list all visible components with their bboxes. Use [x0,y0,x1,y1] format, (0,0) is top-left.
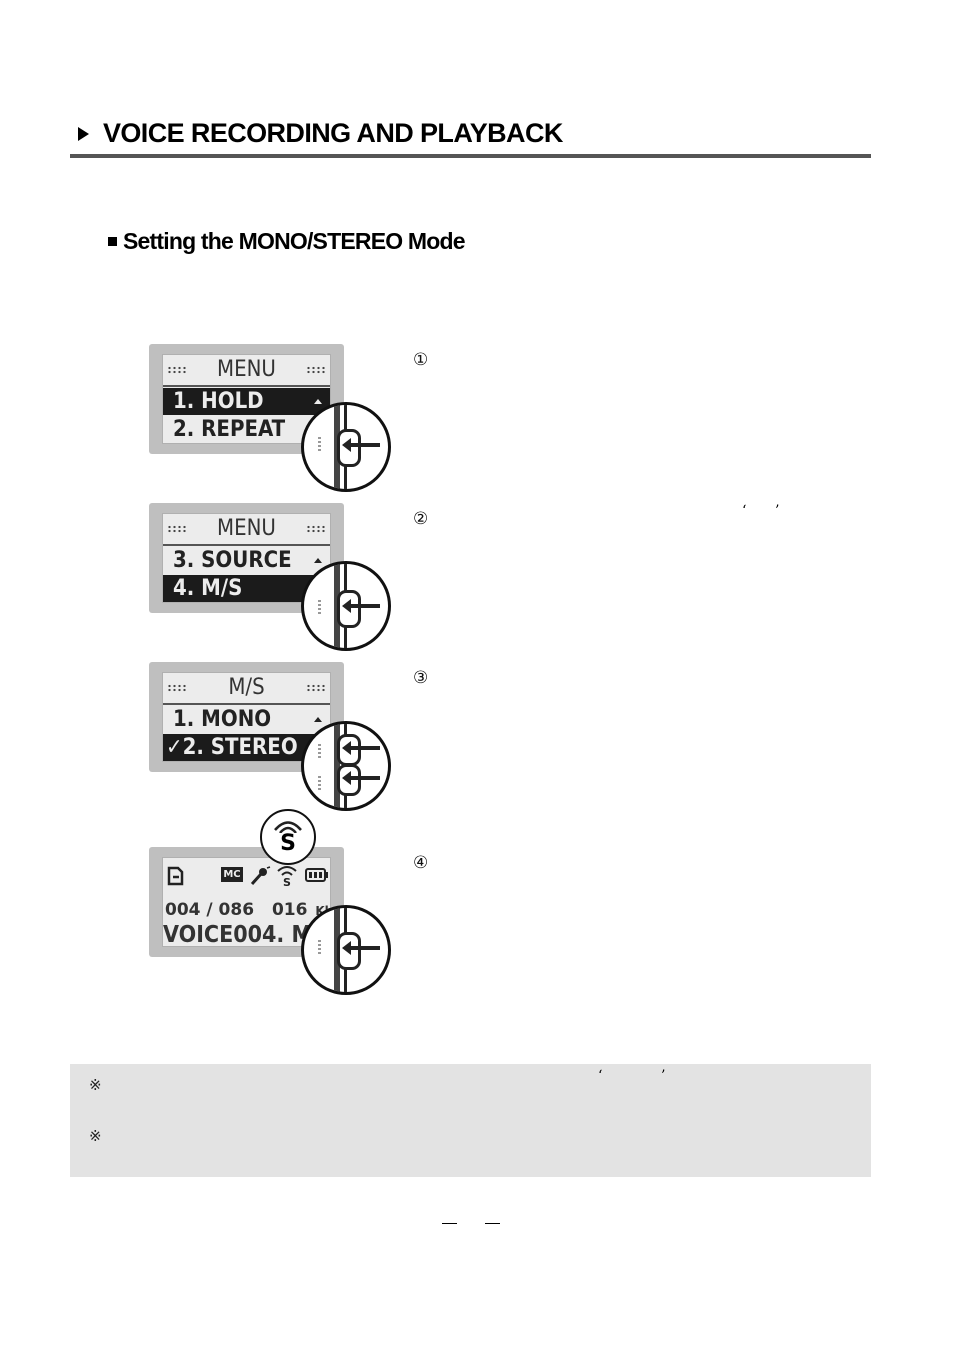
step-number: ③ [413,668,429,688]
step-number: ② [413,509,429,529]
page-number-dash [485,1223,500,1224]
step-number: ① [413,350,429,370]
menu-item-hold: 1. HOLD [163,388,330,415]
menu-item-mono: 1. MONO [163,706,330,733]
lcd-header: MENU [163,355,330,387]
track-counter: 004 / 086 [165,900,255,920]
lcd-header: M/S [163,673,330,705]
mic-mode-icon: MC [221,867,243,882]
section-subtitle: Setting the MONO/STEREO Mode [123,228,466,254]
battery-icon [305,868,328,882]
dots-icon [167,366,187,374]
open-quote: ‘ [598,1068,603,1084]
title-rule [70,154,871,158]
reference-mark-icon: ※ [89,1127,102,1145]
close-quote: ’ [661,1068,666,1084]
lcd-screen-menu-2: MENU 3. SOURCE 4. M/S [149,503,344,613]
lcd-title: M/S [228,675,265,700]
svg-text:S: S [283,876,291,887]
reference-mark-icon: ※ [89,1076,102,1094]
dots-icon [306,684,326,692]
dots-icon [306,366,326,374]
menu-item-label: 1. HOLD [173,389,264,414]
lcd-screen-ms: M/S 1. MONO ✓2. STEREO [149,662,344,772]
side-button-zoom-icon [301,561,391,651]
page-number-dash [442,1223,457,1224]
menu-item-label: 4. M/S [173,576,243,601]
lcd-title: MENU [217,516,276,541]
lcd-header: MENU [163,514,330,546]
side-button-zoom-icon [301,402,391,492]
menu-item-label: ✓2. STEREO [166,735,298,760]
scroll-up-icon [314,399,322,404]
menu-item-label: 2. REPEAT [173,417,286,442]
menu-item-label: 1. MONO [173,707,272,732]
lcd-title: MENU [217,357,276,382]
menu-item-repeat: 2. REPEAT [163,416,330,443]
microphone-icon [250,866,271,886]
menu-item-label: 3. SOURCE [173,548,292,573]
page-title: VOICE RECORDING AND PLAYBACK [103,118,563,148]
track-info-row: 004 / 086 016 Kbps [163,900,330,920]
note-box: ※ ‘ ’ ※ [70,1064,871,1177]
stereo-signal-icon: S [277,866,297,887]
side-buttons-zoom-icon [301,721,391,811]
square-bullet-icon [108,237,117,246]
bitrate-value: 016 [271,900,308,920]
dots-icon [306,525,326,533]
dots-icon [167,525,187,533]
badge-letter: S [280,831,296,856]
file-icon [167,866,184,886]
lcd-screen-menu-1: MENU 1. HOLD 2. REPEAT [149,344,344,454]
side-button-zoom-icon [301,905,391,995]
scroll-up-icon [314,717,322,722]
close-quote: ’ [775,503,780,519]
scroll-up-icon [314,558,322,563]
menu-item-source: 3. SOURCE [163,547,330,574]
dots-icon [167,684,187,692]
menu-item-stereo: ✓2. STEREO [163,734,330,761]
step-number: ④ [413,853,429,873]
filename: VOICE004. M [163,922,313,948]
section-arrow-icon [78,127,89,141]
open-quote: ‘ [742,503,747,519]
stereo-badge-icon: S [260,809,316,865]
